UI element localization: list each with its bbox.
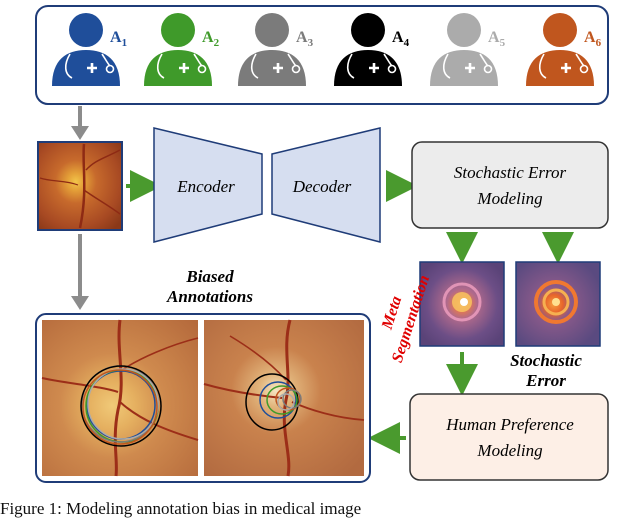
annotator-head <box>69 13 103 47</box>
stochastic-error-label-line2: Error <box>525 371 566 390</box>
annotator-label: A1 <box>110 29 127 49</box>
stethoscope-head-icon <box>105 64 115 74</box>
human-preference-modeling-box <box>409 393 609 481</box>
annotator-head <box>543 13 577 47</box>
input-fundus-image <box>37 141 123 231</box>
stochastic-error-modeling-box <box>411 141 609 229</box>
biased-annotations-line2: Annotations <box>166 287 253 306</box>
stethoscope-head-icon <box>387 64 397 74</box>
human-preference-modeling-line1: Human Preference <box>445 415 574 434</box>
stochastic-error-modeling-line2: Modeling <box>476 189 542 208</box>
annotation-image-left <box>41 319 199 477</box>
annotator-label: A2 <box>202 29 220 49</box>
human-preference-modeling-line2: Modeling <box>476 441 542 460</box>
annotator-icon: A3 <box>238 13 314 86</box>
annotator-label: A3 <box>296 29 314 49</box>
encoder-label: Encoder <box>176 177 235 196</box>
stethoscope-head-icon <box>483 64 493 74</box>
annotator-icon: A2 <box>144 13 220 86</box>
annotator-head <box>161 13 195 47</box>
annotation-image-right <box>203 319 365 477</box>
annotator-body <box>238 50 306 86</box>
medical-cross-icon <box>561 63 571 73</box>
stethoscope-head-icon <box>579 64 589 74</box>
medical-cross-icon <box>179 63 189 73</box>
medical-cross-icon <box>465 63 475 73</box>
meta-segmentation-image <box>419 261 505 347</box>
annotator-body <box>334 50 402 86</box>
medical-cross-icon <box>87 63 97 73</box>
stochastic-error-modeling-line1: Stochastic Error <box>454 163 567 182</box>
decoder-block <box>271 127 381 243</box>
annotator-head <box>351 13 385 47</box>
annotator-icon: A4 <box>334 13 410 86</box>
figure-caption: Figure 1: Modeling annotation bias in me… <box>0 499 361 518</box>
annotator-icon: A5 <box>430 13 506 86</box>
annotator-body <box>52 50 120 86</box>
encoder-block <box>153 127 263 243</box>
medical-cross-icon <box>273 63 283 73</box>
annotator-label: A6 <box>584 29 602 49</box>
gray-arrows <box>71 106 89 310</box>
annotator-label: A4 <box>392 29 410 49</box>
stochastic-error-image <box>515 261 601 347</box>
stethoscope-head-icon <box>291 64 301 74</box>
stethoscope-head-icon <box>197 64 207 74</box>
biased-annotations-line1: Biased <box>185 267 234 286</box>
stochastic-error-label-line1: Stochastic <box>510 351 582 370</box>
annotator-head <box>255 13 289 47</box>
annotator-head <box>447 13 481 47</box>
annotator-icon: A6 <box>526 13 602 86</box>
annotator-body <box>526 50 594 86</box>
annotator-panel <box>35 5 609 105</box>
annotator-body <box>144 50 212 86</box>
medical-cross-icon <box>369 63 379 73</box>
annotator-icon: A1 <box>52 13 127 86</box>
decoder-label: Decoder <box>292 177 352 196</box>
annotator-label: A5 <box>488 29 506 49</box>
annotator-body <box>430 50 498 86</box>
